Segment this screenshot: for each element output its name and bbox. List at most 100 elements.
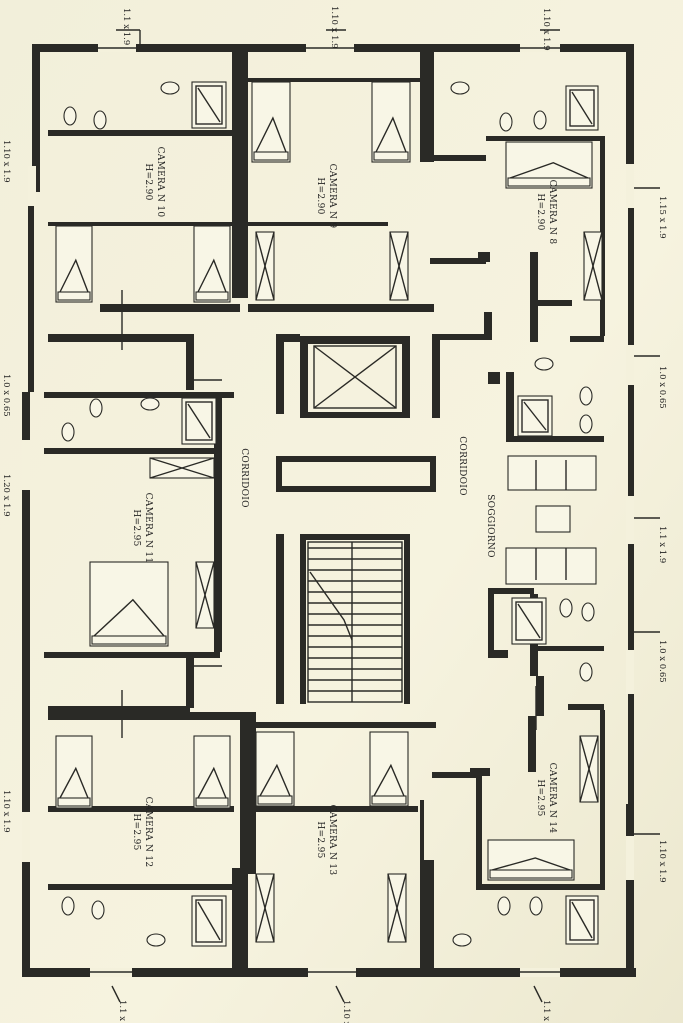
sink bbox=[534, 357, 554, 371]
bed-pillow bbox=[257, 795, 293, 805]
shower-tray bbox=[185, 401, 213, 441]
toilet bbox=[61, 896, 75, 916]
toilet bbox=[497, 896, 511, 916]
shower-tray bbox=[569, 899, 595, 941]
shower-tray bbox=[195, 85, 223, 125]
label-camera-12-height: H=2.95 bbox=[131, 813, 141, 850]
label-corridoio-right: CORRIDOIO bbox=[457, 436, 467, 496]
bathroom-fixtures bbox=[61, 81, 599, 947]
bed-pillow bbox=[57, 797, 91, 807]
dim-top-3: 1.10 x 1.9 bbox=[541, 8, 551, 51]
sink bbox=[160, 81, 180, 95]
wardrobe-mark bbox=[255, 231, 275, 301]
dim-bottom-2: 1.10 x bbox=[341, 1000, 351, 1023]
bed-cover bbox=[491, 857, 571, 871]
bed-cover bbox=[255, 116, 287, 153]
bed-pillow bbox=[57, 291, 91, 301]
bed-pillow bbox=[195, 291, 229, 301]
living-furniture bbox=[505, 455, 597, 585]
bed-pillow bbox=[253, 151, 289, 161]
label-soggiorno: SOGGIORNO bbox=[485, 494, 495, 558]
bed-cover bbox=[375, 116, 407, 153]
beds bbox=[55, 81, 593, 881]
label-camera-8: CAMERA N 8 bbox=[547, 180, 557, 245]
sink bbox=[146, 933, 166, 947]
dim-right-2: 1.0 x 0.65 bbox=[657, 366, 667, 409]
bed-cover bbox=[59, 258, 89, 293]
shower bbox=[565, 895, 599, 945]
lift-shaft bbox=[313, 345, 397, 409]
dim-left-4: 1.10 x 1.9 bbox=[1, 790, 11, 833]
staircase bbox=[307, 541, 403, 703]
bed-cover bbox=[93, 598, 165, 637]
bed-cover bbox=[509, 161, 589, 179]
toilet bbox=[579, 662, 593, 682]
wardrobe-mark bbox=[583, 231, 603, 301]
sofa-top bbox=[507, 455, 597, 491]
dim-right-3: 1.1 x 1.9 bbox=[657, 526, 667, 563]
bed-cover bbox=[197, 766, 227, 799]
label-camera-11: CAMERA N 11 bbox=[143, 493, 153, 564]
wardrobe-mark bbox=[195, 561, 215, 629]
shower-drain bbox=[197, 901, 221, 941]
stair-outline bbox=[307, 541, 403, 703]
internal-walls bbox=[44, 52, 605, 972]
toilet bbox=[533, 110, 547, 130]
shower-tray bbox=[569, 89, 595, 127]
shower-drain bbox=[571, 901, 593, 939]
toilet bbox=[91, 900, 105, 920]
toilet bbox=[61, 422, 75, 442]
bed-pillow bbox=[507, 177, 591, 187]
wardrobe-mark bbox=[579, 735, 599, 803]
shower-drain bbox=[571, 91, 593, 125]
dim-right-1: 1.15 x 1.9 bbox=[657, 196, 667, 239]
coffee-table bbox=[535, 505, 571, 533]
bed-cover bbox=[373, 763, 405, 797]
toilet bbox=[63, 106, 77, 126]
dim-top-1: 1.1 x 1.9 bbox=[121, 8, 131, 45]
bed-pillow bbox=[373, 151, 409, 161]
dim-right-4: 1.0 x 0.65 bbox=[657, 640, 667, 683]
label-camera-12: CAMERA N 12 bbox=[143, 797, 153, 868]
label-camera-14: CAMERA N 14 bbox=[547, 763, 557, 834]
wardrobe-mark bbox=[255, 873, 275, 943]
dim-right-5: 1.10 x 1.9 bbox=[657, 840, 667, 883]
dim-bottom-1: 1.1 x bbox=[117, 1000, 127, 1021]
bed-cover bbox=[197, 258, 227, 293]
shower-drain bbox=[197, 87, 221, 123]
dim-left-3: 1.20 x 1.9 bbox=[1, 474, 11, 517]
toilet bbox=[93, 110, 107, 130]
label-camera-9: CAMERA N 9 bbox=[327, 164, 337, 229]
bed-pillow bbox=[195, 797, 229, 807]
bed-pillow bbox=[371, 795, 407, 805]
shower-drain bbox=[523, 401, 547, 431]
label-camera-13-height: H=2.95 bbox=[315, 821, 325, 858]
bed-cover bbox=[259, 763, 291, 797]
label-camera-9-height: H=2.90 bbox=[315, 177, 325, 214]
wardrobe-mark bbox=[149, 457, 215, 479]
sofa-bottom bbox=[505, 547, 597, 585]
dim-bottom-3: 1.1 x 1 bbox=[541, 1000, 551, 1023]
wardrobe-mark bbox=[389, 231, 409, 301]
shower-tray bbox=[195, 899, 223, 943]
label-corridoio-left: CORRIDOIO bbox=[239, 448, 249, 508]
outer-walls bbox=[22, 44, 636, 977]
door-marks bbox=[121, 290, 537, 738]
bed-pillow bbox=[489, 869, 573, 879]
shower-tray bbox=[515, 601, 543, 641]
wardrobes bbox=[149, 231, 603, 943]
dimension-labels: 1.1 x 1.9 1.10 x 1.9 1.10 x 1.9 1.10 x 1… bbox=[1, 6, 667, 1023]
label-camera-13: CAMERA N 13 bbox=[327, 805, 337, 876]
label-camera-10-height: H=2.90 bbox=[143, 163, 153, 200]
shower-tray bbox=[521, 399, 549, 433]
shower-drain bbox=[187, 403, 211, 439]
shower-drain bbox=[517, 603, 541, 639]
stair-arrow bbox=[309, 571, 353, 641]
toilet bbox=[581, 602, 595, 622]
sink bbox=[452, 933, 472, 947]
label-camera-11-height: H=2.95 bbox=[131, 509, 141, 546]
toilet bbox=[529, 896, 543, 916]
toilet bbox=[499, 112, 513, 132]
wardrobe-mark bbox=[387, 873, 407, 943]
label-camera-10: CAMERA N 10 bbox=[155, 147, 165, 218]
